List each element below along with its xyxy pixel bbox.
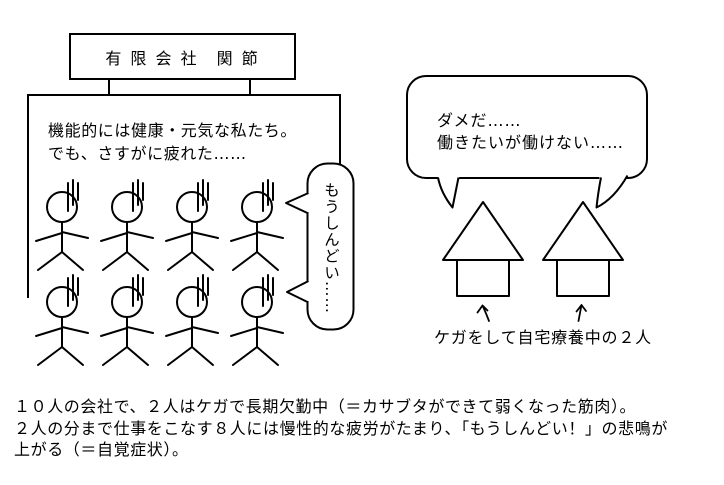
worker-figure — [165, 274, 219, 366]
house-arrow-left — [476, 304, 490, 322]
home-bubble-text: ダメだ…… 働きたいが働けない…… — [437, 111, 625, 152]
connector-line-left — [107, 79, 110, 94]
houses-group — [442, 201, 624, 297]
house-arrow-right — [575, 304, 587, 322]
connector-line-right — [248, 79, 251, 94]
worker-figure — [230, 274, 284, 366]
tired-bubble-tail-top — [285, 191, 311, 215]
house — [442, 201, 524, 297]
company-title-box: 有 限 会 社 関 節 — [69, 33, 296, 80]
company-name: 有 限 会 社 関 節 — [105, 48, 260, 68]
tired-bubble-text: もうしんどい…… — [322, 182, 340, 314]
office-caption: 機能的には健康・元気な私たち。 でも、さすがに疲れた…… — [48, 121, 298, 163]
home-bubble-tail-right — [596, 172, 629, 208]
worker-figure — [165, 179, 219, 271]
house — [542, 201, 624, 297]
tired-bubble-tail-bottom — [286, 279, 311, 304]
workers-group — [35, 179, 284, 366]
worker-figure — [230, 179, 284, 271]
house-label: ケガをして自宅療養中の２人 — [434, 328, 652, 347]
worker-figure — [35, 179, 89, 271]
worker-figure — [35, 274, 89, 366]
home-speech-bubble — [406, 75, 648, 209]
worker-figure — [100, 274, 154, 366]
tired-speech-bubble — [285, 162, 355, 331]
worker-figure — [100, 179, 154, 271]
bottom-caption: １０人の会社で、２人はケガで長期欠勤中（＝カサブタができて弱くなった筋肉）。 ２… — [14, 397, 668, 459]
